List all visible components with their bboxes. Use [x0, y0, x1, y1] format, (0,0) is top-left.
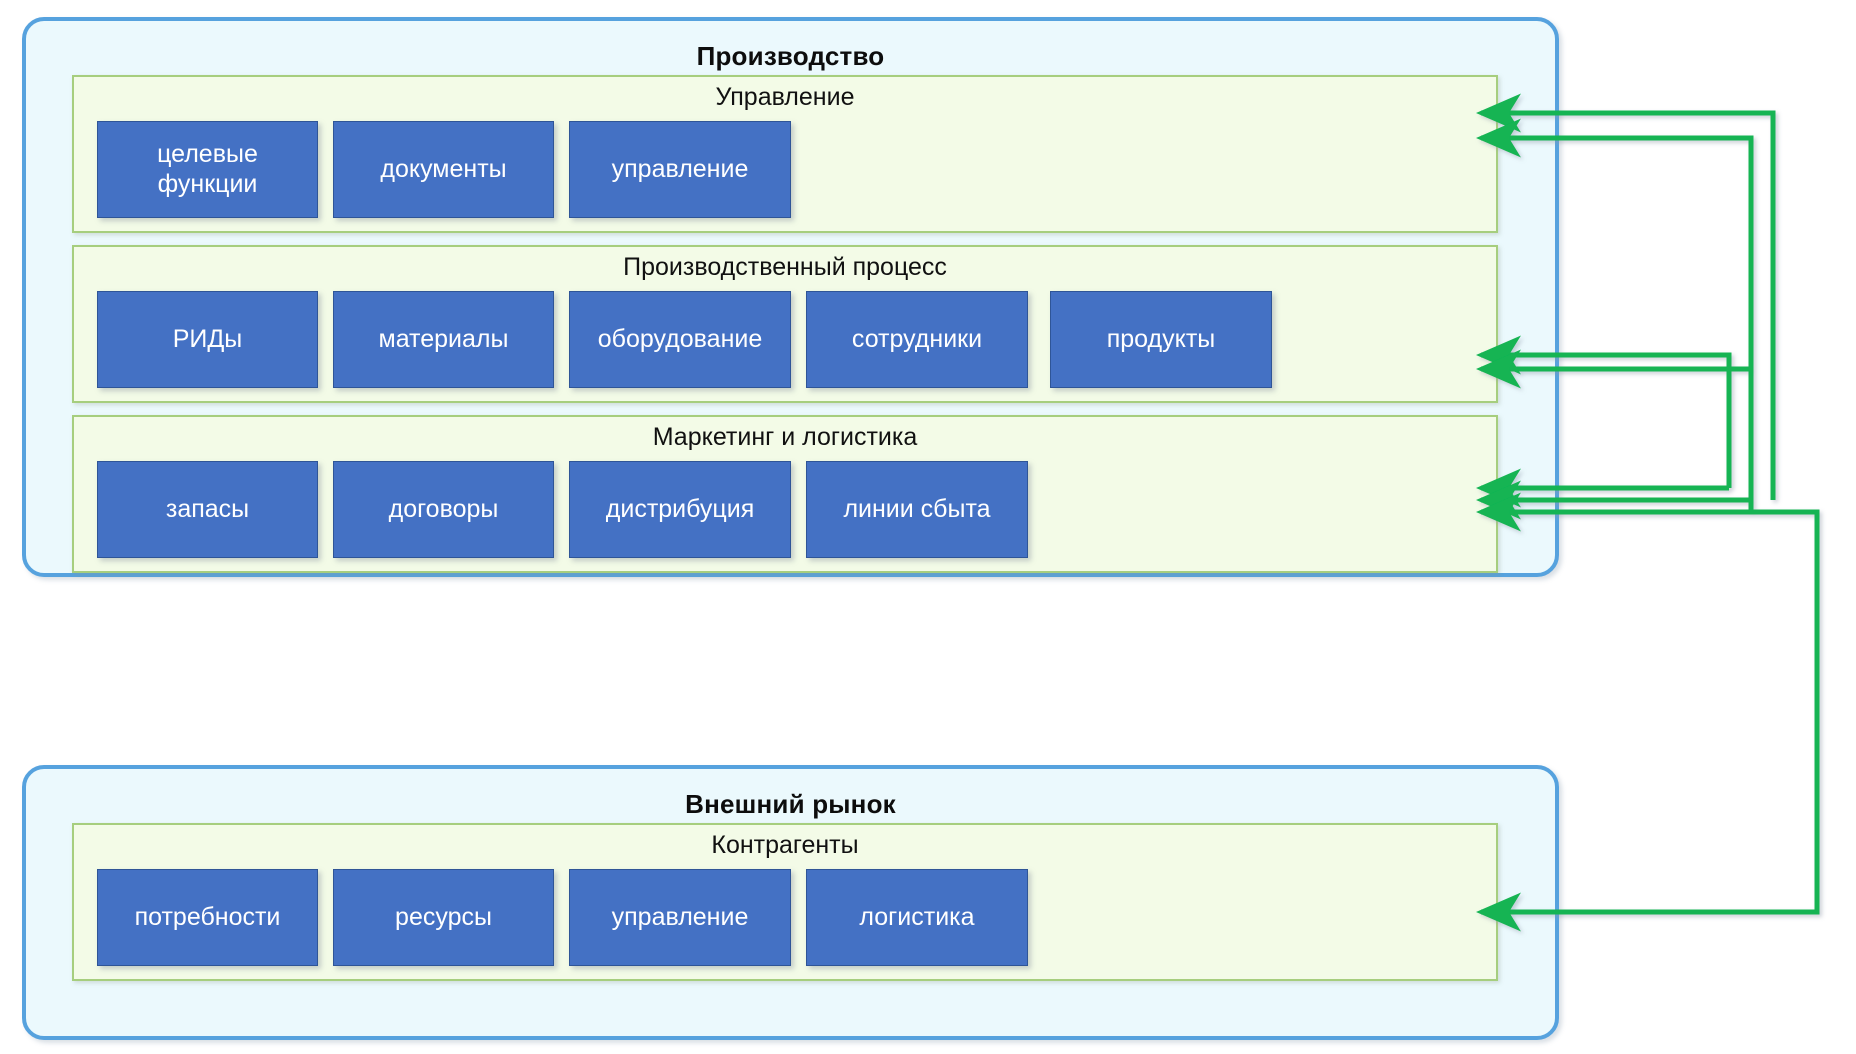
- zone-external-market[interactable]: Внешний рынок Контрагенты потребности ре…: [22, 765, 1559, 1040]
- node-label: потребности: [134, 902, 281, 931]
- group-management[interactable]: Управление целевые функции документы упр…: [72, 75, 1498, 233]
- node-logistika[interactable]: логистика: [806, 869, 1028, 966]
- node-upravlenie[interactable]: управление: [569, 121, 791, 218]
- node-label: логистика: [859, 902, 975, 931]
- node-linii-sbyta[interactable]: линии сбыта: [806, 461, 1028, 558]
- zone-production-title: Производство: [696, 41, 885, 71]
- node-label: запасы: [165, 494, 250, 523]
- group-production-process-title: Производственный процесс: [623, 253, 947, 281]
- node-dogovory[interactable]: договоры: [333, 461, 554, 558]
- node-label: управление: [611, 902, 749, 931]
- node-dokumenty[interactable]: документы: [333, 121, 554, 218]
- group-production-process[interactable]: Производственный процесс РИДы материалы …: [72, 245, 1498, 403]
- node-resursy[interactable]: ресурсы: [333, 869, 554, 966]
- node-label: дистрибуция: [605, 494, 755, 523]
- node-sotrudniki[interactable]: сотрудники: [806, 291, 1028, 388]
- node-upravlenie-external[interactable]: управление: [569, 869, 791, 966]
- group-marketing-logistics-title: Маркетинг и логистика: [652, 423, 918, 451]
- group-counterparties[interactable]: Контрагенты потребности ресурсы управлен…: [72, 823, 1498, 981]
- node-potrebnosti[interactable]: потребности: [97, 869, 318, 966]
- node-label: материалы: [378, 324, 509, 353]
- node-label: договоры: [388, 494, 499, 523]
- node-label: продукты: [1106, 324, 1216, 353]
- node-label: ресурсы: [395, 902, 492, 931]
- group-marketing-logistics[interactable]: Маркетинг и логистика запасы договоры ди…: [72, 415, 1498, 573]
- node-label: документы: [380, 154, 507, 183]
- node-oborudovanie[interactable]: оборудование: [569, 291, 791, 388]
- group-counterparties-title: Контрагенты: [711, 831, 859, 859]
- node-label: сотрудники: [851, 324, 983, 353]
- node-celevye-funkcii[interactable]: целевые функции: [97, 121, 318, 218]
- node-materialy[interactable]: материалы: [333, 291, 554, 388]
- zone-production[interactable]: Производство Управление целевые функции …: [22, 17, 1559, 577]
- node-distribuciya[interactable]: дистрибуция: [569, 461, 791, 558]
- node-label: РИДы: [172, 324, 243, 353]
- node-produkty[interactable]: продукты: [1050, 291, 1272, 388]
- node-label: оборудование: [597, 324, 763, 353]
- node-ridy[interactable]: РИДы: [97, 291, 318, 388]
- node-label: линии сбыта: [843, 494, 991, 523]
- zone-external-market-title: Внешний рынок: [685, 789, 896, 819]
- node-zapasy[interactable]: запасы: [97, 461, 318, 558]
- node-label: управление: [611, 154, 749, 183]
- node-label: целевые функции: [157, 140, 258, 198]
- group-management-title: Управление: [715, 83, 855, 111]
